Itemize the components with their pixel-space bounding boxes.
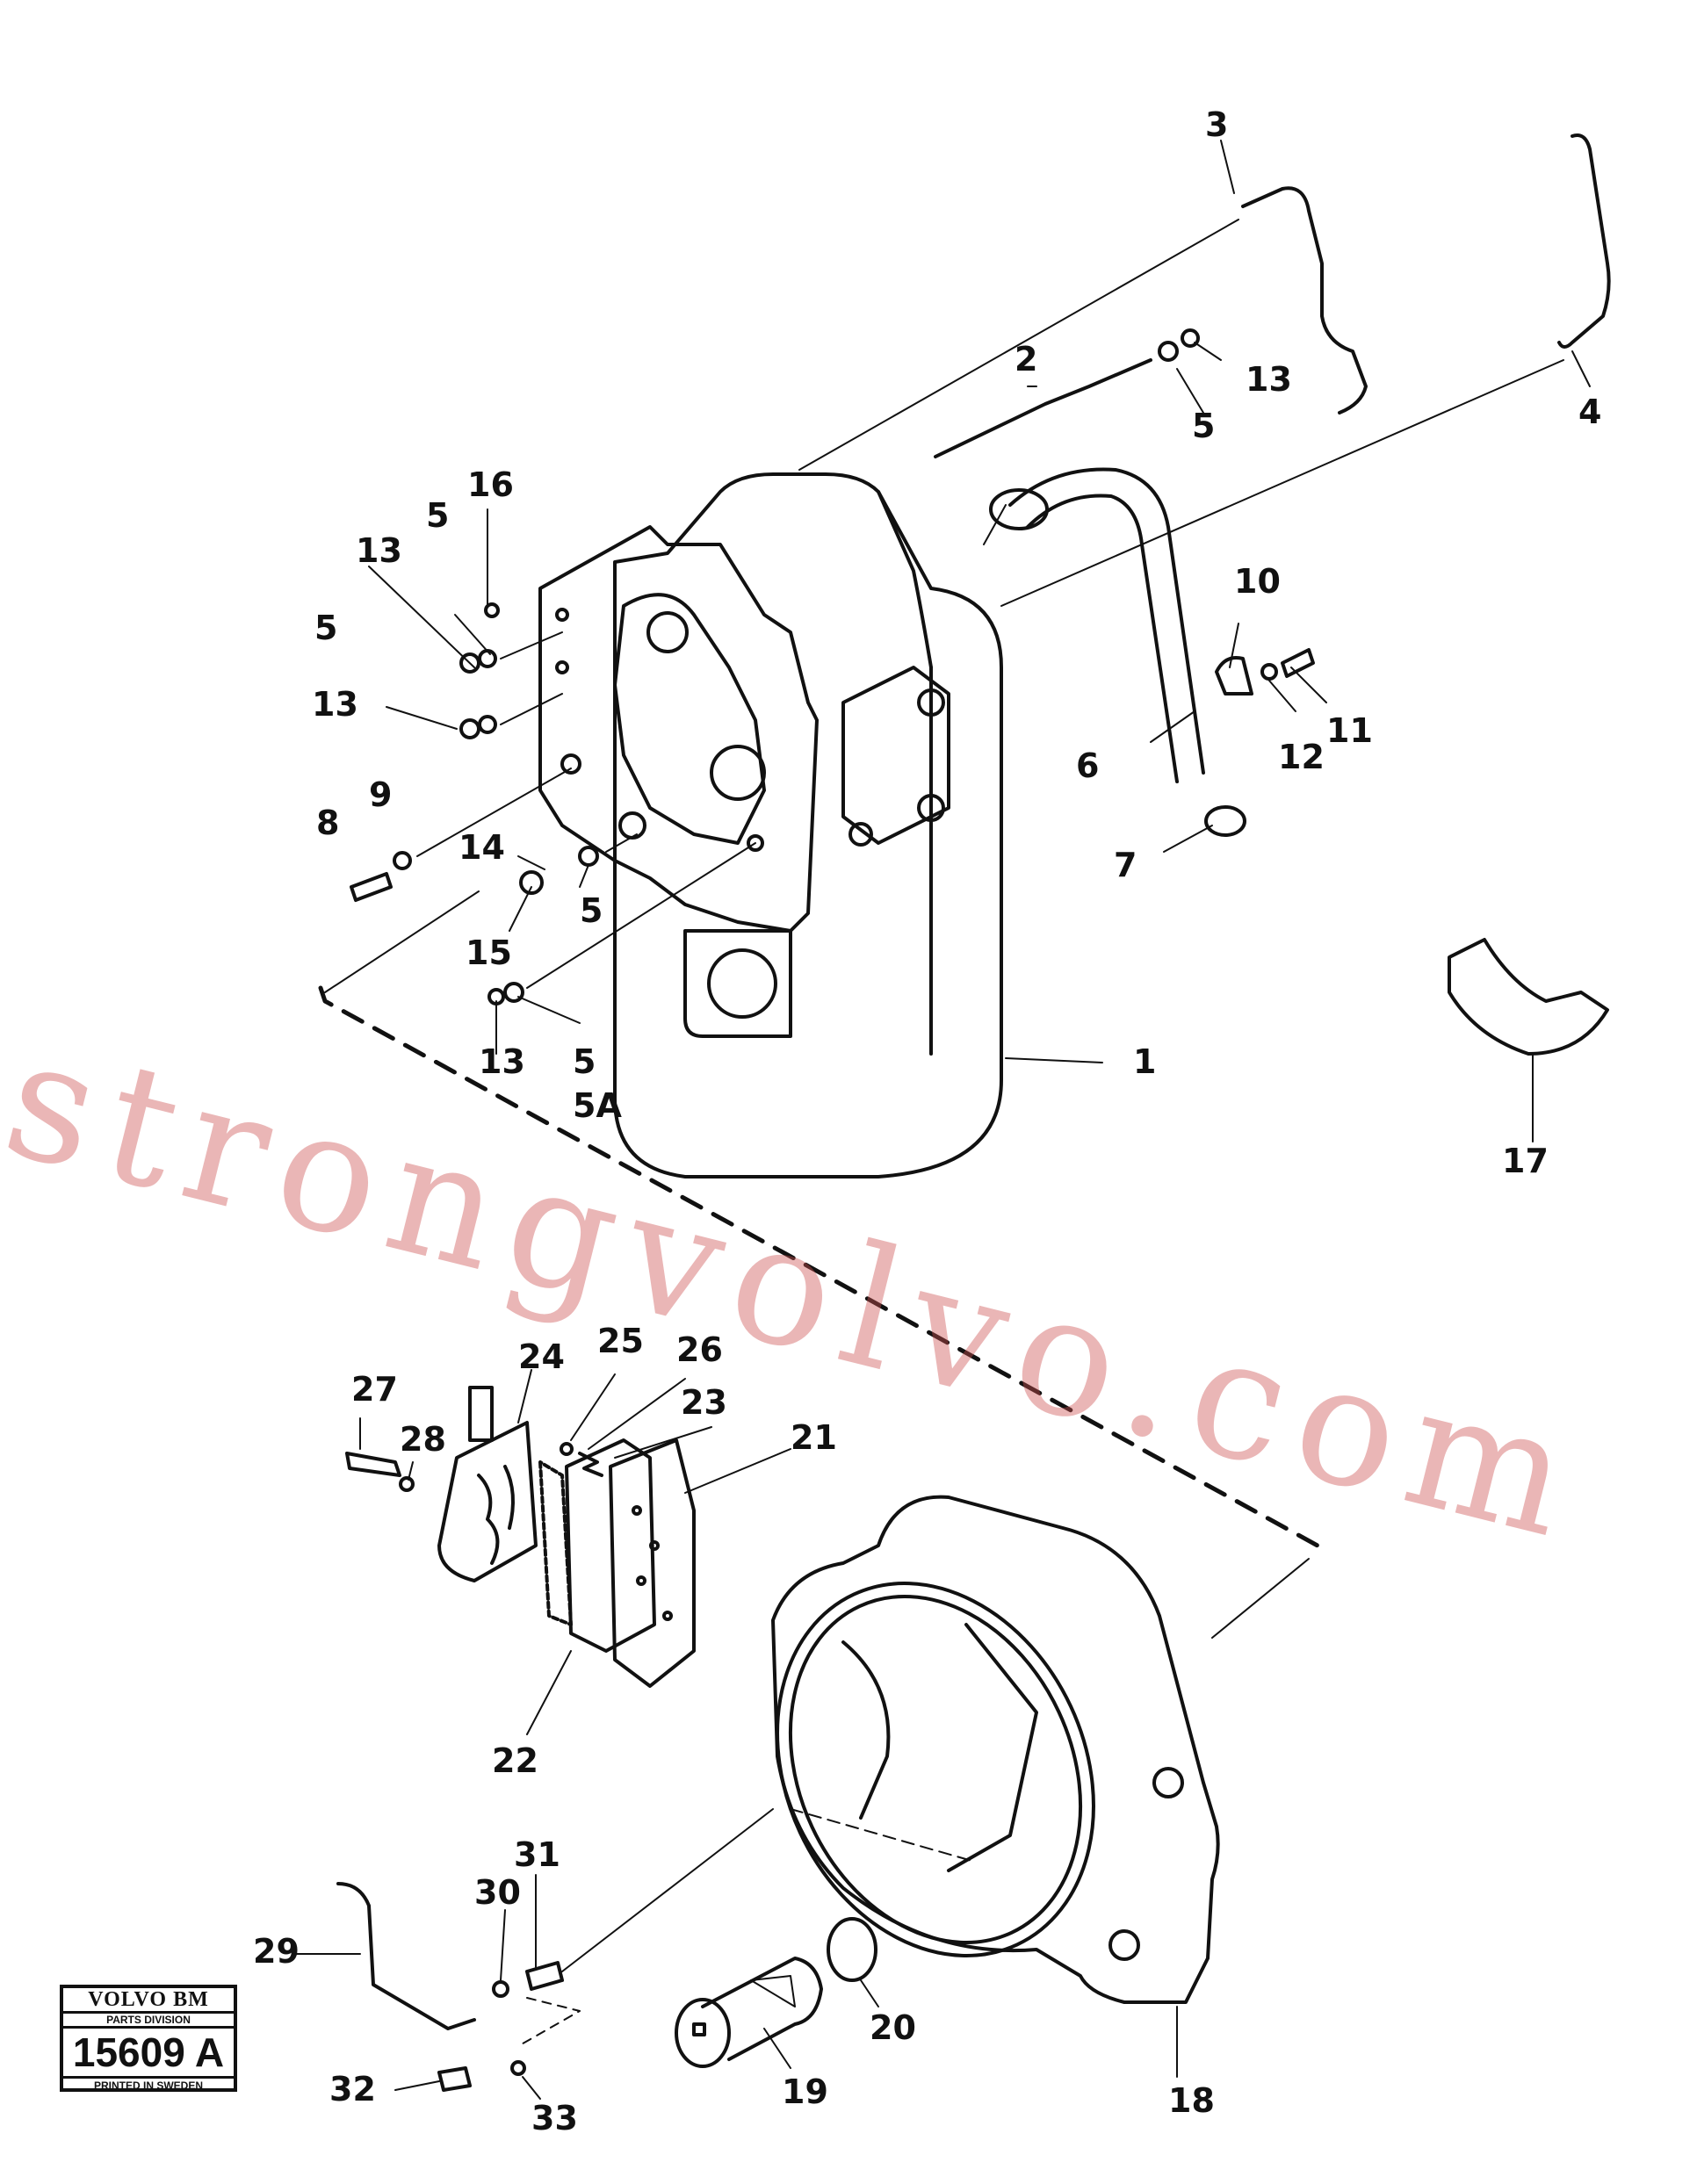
logo-printed: PRINTED IN SWEDEN xyxy=(93,2079,203,2092)
callout-5-d: 5 xyxy=(580,891,603,930)
pipe-29 xyxy=(336,1882,476,2030)
washer-33 xyxy=(510,2060,526,2076)
ring-20 xyxy=(827,1917,877,1982)
bolt-27 xyxy=(345,1452,401,1477)
callout-32: 32 xyxy=(329,2070,376,2108)
plate-23 xyxy=(565,1438,656,1653)
control-valve-24 xyxy=(437,1386,538,1582)
callout-11: 11 xyxy=(1326,711,1373,750)
callout-19: 19 xyxy=(782,2072,828,2111)
volvo-bm-logo-box: VOLVO BM PARTS DIVISION 15609 A PRINTED … xyxy=(60,1985,237,2092)
dashed-assembly-line xyxy=(318,985,1320,1557)
washer-30 xyxy=(492,1980,509,1998)
hose-3 xyxy=(1241,186,1368,414)
logo-brand: VOLVO BM xyxy=(63,1988,234,2014)
callout-27: 27 xyxy=(351,1370,398,1409)
callout-13-d: 13 xyxy=(479,1042,525,1081)
plate-hole xyxy=(649,1540,660,1551)
o-ring-13-top xyxy=(1181,328,1200,348)
leader-line xyxy=(324,890,480,993)
callout-23: 23 xyxy=(681,1383,727,1422)
leader-line xyxy=(798,219,1239,471)
drawing-number: 15609 A xyxy=(63,2029,234,2079)
callout-leaders xyxy=(293,140,1591,2100)
callout-5-e: 5 xyxy=(573,1042,596,1081)
plate-hole xyxy=(632,1505,642,1516)
tube-flange xyxy=(989,488,1049,530)
bracket-31 xyxy=(525,1961,564,1991)
plate-hole xyxy=(636,1575,646,1586)
callout-29: 29 xyxy=(253,1932,300,1971)
logo-division: PARTS DIVISION xyxy=(63,2014,234,2029)
callout-13-top: 13 xyxy=(1246,360,1292,399)
tube-6 xyxy=(1026,494,1179,783)
leader-line xyxy=(500,693,563,725)
callout-31: 31 xyxy=(514,1835,560,1874)
washer-12 xyxy=(1260,663,1278,681)
plate-21 xyxy=(609,1438,696,1688)
callout-9: 9 xyxy=(369,775,392,814)
leader-line xyxy=(561,1808,774,1972)
callout-2: 2 xyxy=(1015,340,1037,378)
callout-24: 24 xyxy=(518,1337,565,1376)
filter-19 xyxy=(675,1957,823,2068)
callout-13-c: 13 xyxy=(312,685,358,724)
callout-28: 28 xyxy=(400,1420,446,1459)
callout-10: 10 xyxy=(1234,562,1281,601)
callout-25: 25 xyxy=(597,1322,644,1360)
leader-line xyxy=(1000,359,1564,607)
callout-5-b: 5 xyxy=(426,496,449,535)
pipe-2 xyxy=(934,358,1152,458)
washer-28 xyxy=(399,1476,415,1492)
callout-3: 3 xyxy=(1205,105,1228,144)
callout-6: 6 xyxy=(1076,746,1099,785)
callout-22: 22 xyxy=(492,1741,538,1780)
callout-8: 8 xyxy=(316,804,339,842)
bolt-32 xyxy=(437,2066,472,2092)
callout-1: 1 xyxy=(1133,1042,1156,1081)
callout-5A: 5A xyxy=(573,1086,622,1125)
transmission-housing xyxy=(613,472,1003,1178)
callout-18: 18 xyxy=(1168,2081,1215,2120)
callout-12: 12 xyxy=(1278,738,1325,776)
hose-4 xyxy=(1557,133,1611,349)
leader-line xyxy=(500,631,563,660)
leader-line xyxy=(526,842,756,989)
callout-labels: 1 2 3 4 5 13 16 5 13 5 13 8 9 14 5 15 13… xyxy=(253,105,1601,2137)
leader-line xyxy=(790,1808,976,1863)
bearing-shell-17 xyxy=(1448,938,1609,1056)
callout-17: 17 xyxy=(1502,1142,1549,1180)
callout-15: 15 xyxy=(466,933,512,972)
callout-5-top: 5 xyxy=(1192,407,1215,445)
callout-33: 33 xyxy=(531,2099,578,2137)
clamp-10 xyxy=(1215,656,1253,696)
leader-line xyxy=(517,1997,581,2047)
tube-6 xyxy=(1008,467,1205,775)
callout-5-c: 5 xyxy=(314,609,337,647)
callout-16: 16 xyxy=(467,465,514,504)
callout-26: 26 xyxy=(676,1330,723,1369)
screw-11 xyxy=(1281,648,1315,678)
housing-mount-block xyxy=(841,666,950,847)
plate-hole xyxy=(662,1611,673,1621)
leader-line xyxy=(1211,1558,1310,1639)
callout-14: 14 xyxy=(459,828,505,867)
seal-ring-7 xyxy=(1204,805,1246,837)
callout-7: 7 xyxy=(1114,846,1137,884)
callout-30: 30 xyxy=(474,1873,521,1912)
left-fittings xyxy=(350,602,599,1006)
leader-line xyxy=(605,833,638,853)
callout-4: 4 xyxy=(1578,393,1601,431)
callout-13-b: 13 xyxy=(356,531,402,570)
ball-25 xyxy=(560,1442,574,1456)
leader-line xyxy=(416,768,572,857)
callout-21: 21 xyxy=(791,1418,837,1457)
front-mounting-plate xyxy=(538,525,819,933)
converter-housing-18 xyxy=(771,1495,1220,2004)
fitting-5-top xyxy=(1158,341,1179,362)
callout-20: 20 xyxy=(870,2008,916,2047)
